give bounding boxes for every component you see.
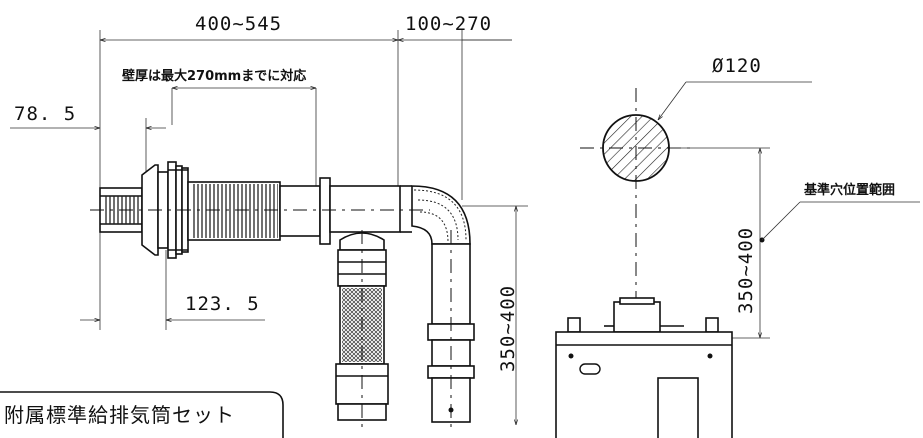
- set-label-box: 附属標準給排気筒セット: [0, 391, 284, 438]
- dimension-vertical-height-label: 350~400: [497, 285, 519, 372]
- dimension-top-length-label: 400~545: [195, 13, 282, 35]
- horizontal-pipe: [187, 177, 412, 245]
- elbow-bend: [411, 185, 471, 245]
- dimension-bottom-offset-label: 123. 5: [185, 293, 260, 315]
- hole-diameter-label: Ø120: [712, 55, 762, 77]
- dimension-bottom-offset: 123. 5: [80, 250, 265, 330]
- wall-thickness-note: 壁厚は最大270mmまでに対応: [122, 68, 306, 84]
- dimension-top-length: 400~545: [99, 13, 399, 330]
- dimension-vertical-height: 350~400: [462, 205, 528, 425]
- dimension-wall-thickness: 壁厚は最大270mmまでに対応: [122, 68, 317, 200]
- vertical-exhaust-pipe: [427, 230, 475, 432]
- dimension-left-offset: 78. 5: [10, 103, 166, 175]
- reference-hole-note: 基準穴位置範囲: [803, 182, 895, 198]
- dimension-side-height: 350~400 基準穴位置範囲: [670, 147, 920, 339]
- dimension-left-offset-label: 78. 5: [14, 103, 76, 125]
- vertical-intake-pipe: [335, 230, 389, 432]
- dimension-bend-length-label: 100~270: [405, 13, 492, 35]
- hole-circle: Ø120: [580, 55, 812, 300]
- dimension-side-height-label: 350~400: [735, 227, 757, 314]
- water-heater-unit: [555, 297, 733, 438]
- set-label: 附属標準給排気筒セット: [4, 403, 235, 427]
- wall-terminal: [99, 161, 189, 259]
- dimension-bend-length: 100~270: [398, 13, 512, 200]
